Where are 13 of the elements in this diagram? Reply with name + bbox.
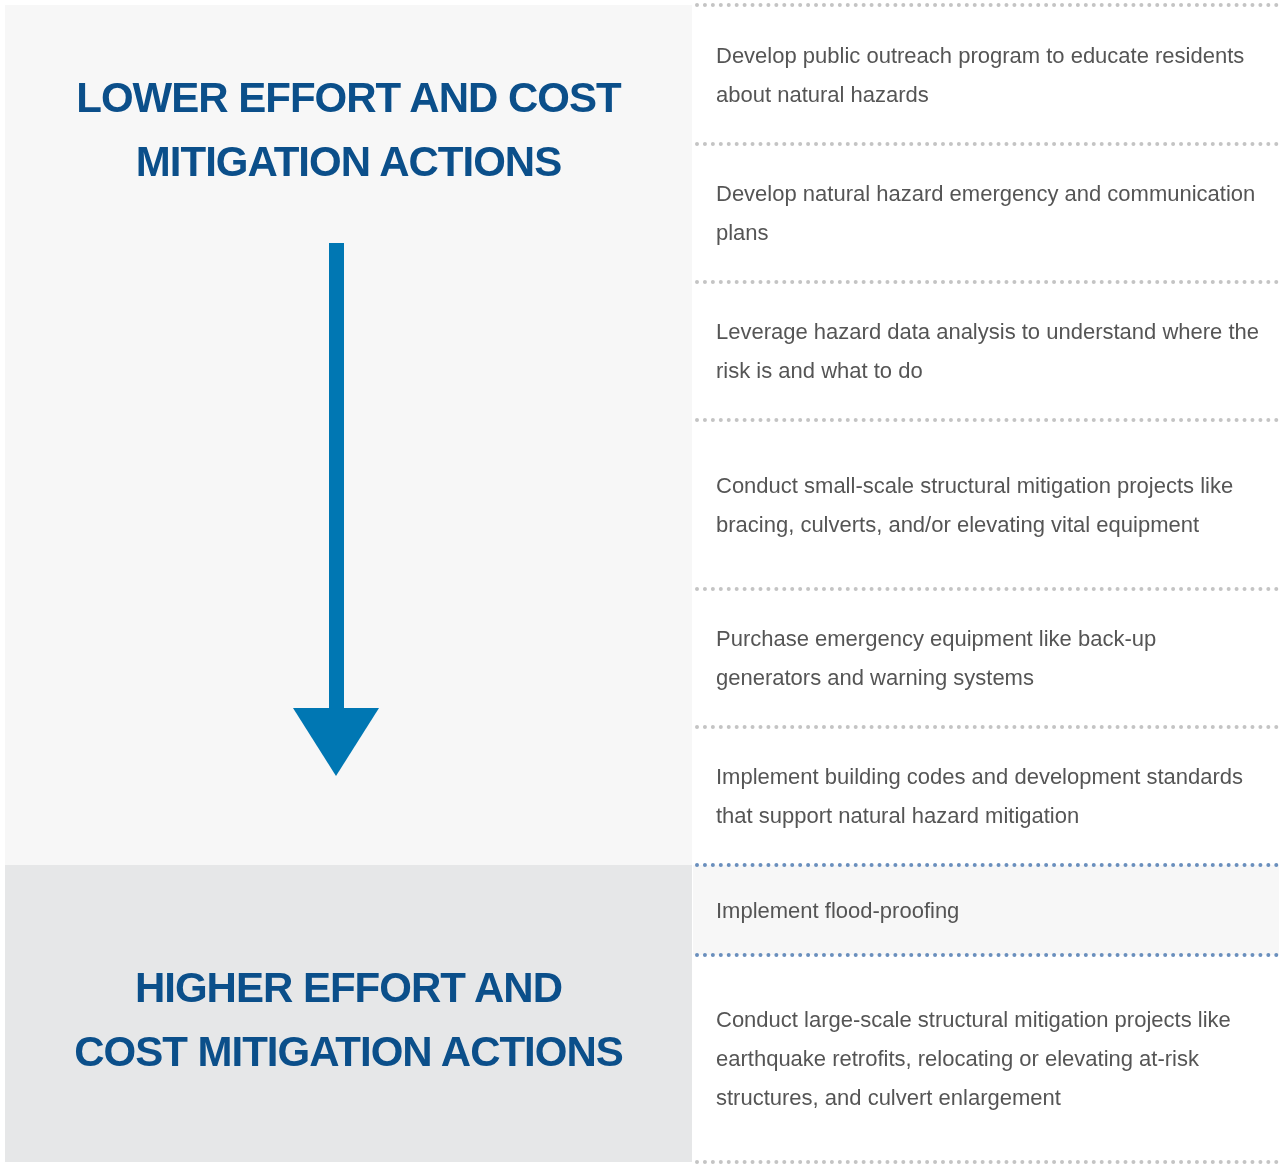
table-row xyxy=(693,865,1279,955)
action-text: Develop public outreach program to educate residents about natural hazards xyxy=(716,41,1246,109)
action-text: Leverage hazard data analysis to understand where the risk is and what to do xyxy=(716,318,1261,385)
heading: HIGHER EFFORT AND COST MITIGATION ACTIONS xyxy=(73,963,624,1077)
action-text: Conduct small-scale structural mitigation projects like bracing, culverts, and/or elevating vital equipment xyxy=(716,471,1235,539)
heading-panel xyxy=(5,865,692,1162)
heading: LOWER EFFORT AND COST MITIGATION ACTIONS xyxy=(75,73,623,187)
action-text: Conduct large-scale structural mitigation projects like earthquake retrofits, relocating or elevating at-risk structures, and culvert enlargement xyxy=(716,1006,1232,1112)
action-text: Develop natural hazard emergency and communication plans xyxy=(716,180,1257,247)
heading-panel xyxy=(5,5,692,865)
action-text: Implement flood-proofing xyxy=(716,896,961,925)
action-text: Implement building codes and development standards that support natural hazard mitigation xyxy=(716,763,1245,830)
action-text: Purchase emergency equipment like back-up generators and warning systems xyxy=(716,625,1158,692)
